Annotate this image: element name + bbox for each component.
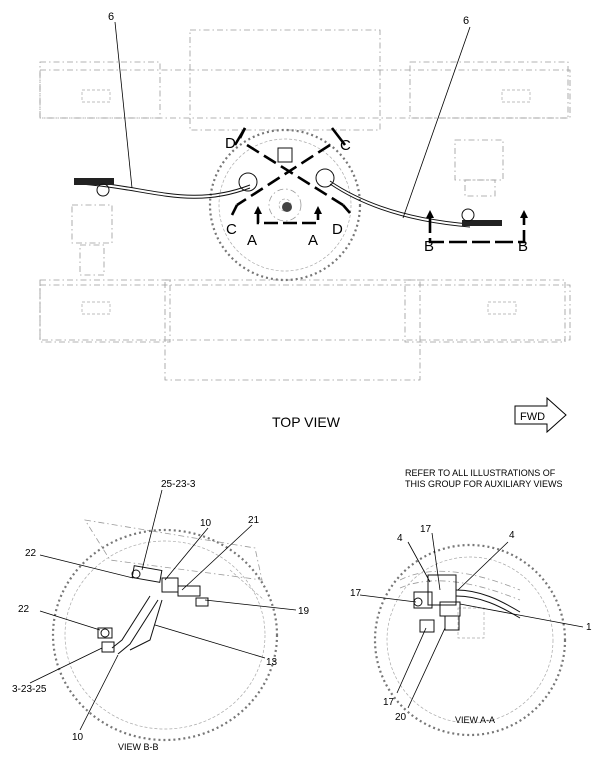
center-valve	[277, 147, 293, 163]
top-view: D C C D A A B B 6 6 TOP VIEW FWD	[39, 11, 571, 434]
aa-callout-17-bottom: 17	[383, 697, 395, 708]
aa-callout-17-left: 17	[350, 588, 362, 599]
bb-callout-22-bottom: 22	[18, 604, 30, 615]
bb-callout-3-23-25: 3-23-25	[12, 684, 47, 695]
bb-callout-21: 21	[248, 515, 260, 526]
right-coupler	[461, 208, 475, 222]
section-label-d-bottom: D	[332, 221, 343, 238]
left-hose-fitting	[74, 178, 114, 185]
bb-callout-25-23-3: 25-23-3	[161, 479, 196, 490]
section-label-a-left: A	[247, 232, 257, 249]
section-label-b-left: B	[424, 238, 434, 255]
upper-track-frame	[39, 29, 571, 131]
section-label-d-top: D	[225, 135, 236, 152]
left-hose-inner	[79, 183, 251, 199]
right-swivel	[315, 168, 335, 188]
section-label-a-right: A	[308, 232, 318, 249]
bb-valve-assembly	[97, 565, 209, 655]
bb-callout-19: 19	[298, 606, 310, 617]
bb-callout-10-bottom: 10	[72, 732, 84, 743]
callout-6-right-leader	[402, 26, 471, 219]
callout-6-right: 6	[463, 15, 469, 27]
top-view-title: TOP VIEW	[272, 414, 341, 430]
view-aa: 17 4 4 17 1 17 20 VIEW A-A	[350, 524, 592, 737]
bb-callout-13: 13	[266, 657, 278, 668]
view-aa-title: VIEW A-A	[455, 715, 495, 725]
left-bracket	[71, 204, 113, 244]
view-bb-title: VIEW B-B	[118, 742, 159, 752]
section-label-c-bottom: C	[226, 221, 237, 238]
aa-callout-4-right: 4	[509, 530, 515, 541]
section-label-c-top: C	[340, 137, 351, 154]
right-hose	[329, 180, 471, 225]
section-line-aa	[254, 206, 322, 225]
aa-valve-assembly	[413, 574, 521, 633]
lower-track-frame	[39, 279, 571, 381]
bb-callout-10-top: 10	[200, 518, 212, 529]
fwd-label: FWD	[520, 411, 545, 423]
left-coupler	[96, 183, 110, 197]
right-bracket-lower	[464, 179, 496, 197]
fwd-arrow: FWD	[514, 396, 567, 434]
bb-callout-22-top: 22	[25, 548, 37, 559]
view-bb: 25-23-3 10 21 22 19 22 13 3-23-25 10 VIE…	[12, 479, 310, 752]
right-hose-fitting	[462, 220, 502, 226]
section-line-cd	[230, 127, 351, 216]
right-bracket	[454, 139, 504, 181]
aa-callout-4-left: 4	[397, 533, 403, 544]
left-swivel	[238, 172, 258, 192]
section-label-b-right: B	[518, 238, 528, 255]
section-line-bb	[426, 210, 528, 244]
aa-callout-1: 1	[586, 622, 592, 633]
center-hub	[282, 202, 292, 212]
aa-callout-20: 20	[395, 712, 407, 723]
left-bracket-lower	[79, 244, 105, 276]
callout-6-left: 6	[108, 11, 114, 23]
right-hose-inner	[329, 183, 471, 228]
note-line-2: THIS GROUP FOR AUXILIARY VIEWS	[405, 479, 563, 489]
note-line-1: REFER TO ALL ILLUSTRATIONS OF	[405, 468, 556, 478]
callout-6-left-leader	[114, 21, 133, 189]
aa-callout-17-top: 17	[420, 524, 432, 535]
